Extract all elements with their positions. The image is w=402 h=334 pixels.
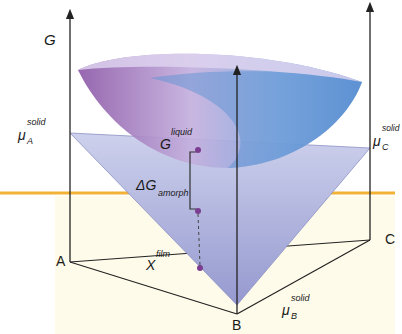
liquid-surface [78, 54, 362, 168]
liquid-surface-rim [78, 54, 362, 82]
c-axis [369, 7, 370, 240]
energy-difference-symbol: ΔG [136, 178, 156, 192]
plane-point [195, 208, 201, 214]
axis-label: G [44, 32, 56, 47]
subscript: amorph [158, 189, 189, 198]
energy-symbol: G [160, 137, 171, 151]
composition-symbol: X [146, 258, 155, 272]
chemical-potential-symbol: μ [373, 134, 381, 148]
superscript: solid [291, 294, 310, 303]
energy-bracket [190, 152, 196, 209]
g-axis [69, 14, 70, 262]
superscript: solid [27, 118, 46, 127]
superscript: solid [382, 124, 399, 133]
superscript: liquid [171, 128, 192, 137]
liquid-point [195, 147, 201, 153]
subscript: C [382, 143, 389, 152]
vertex-label: B [232, 318, 241, 332]
liquid-surface-shade [150, 71, 362, 168]
vertex-label: A [56, 254, 65, 268]
b-axis [236, 70, 237, 314]
projection-line [198, 214, 200, 265]
subscript: A [27, 137, 33, 146]
chemical-potential-symbol: μ [18, 128, 26, 142]
superscript: film [156, 250, 170, 259]
film-point [197, 265, 203, 271]
subscript: B [291, 312, 297, 321]
vertex-label: C [385, 232, 395, 246]
chemical-potential-symbol: μ [282, 303, 290, 317]
